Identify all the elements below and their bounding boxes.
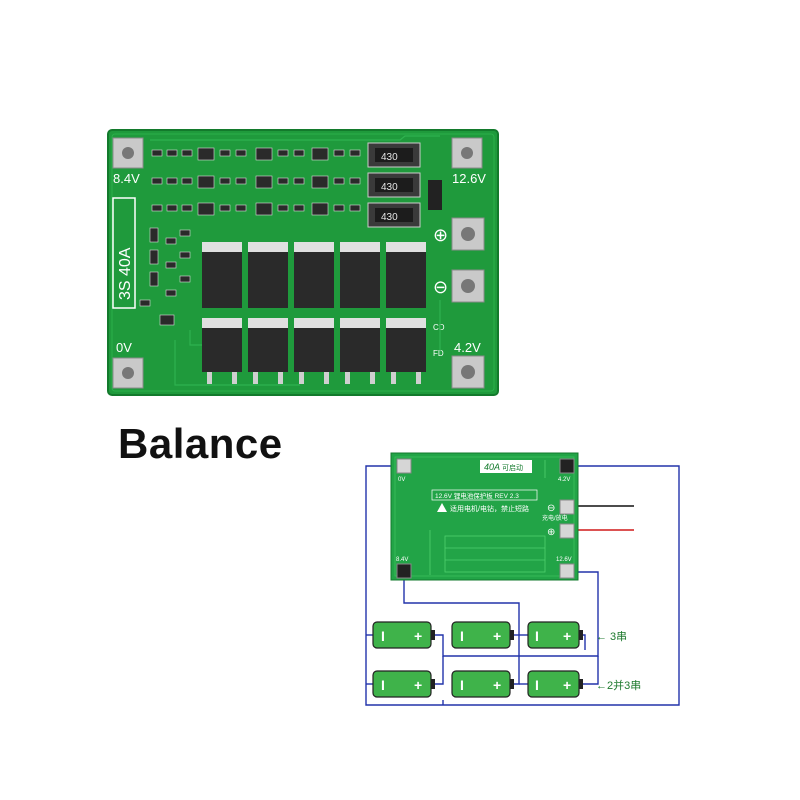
battery-plus: + bbox=[493, 628, 501, 644]
battery-cell: I + bbox=[451, 621, 514, 649]
battery-plus: + bbox=[493, 677, 501, 693]
label-2p3s: ←2并3串 bbox=[596, 678, 641, 692]
battery-plus: + bbox=[563, 677, 571, 693]
diagram-board: 0V 4.2V 充电/放电 8.4V 12.6V ⊖ ⊕ 40A 可启动 12.… bbox=[390, 452, 579, 581]
terminal-pad-4v2 bbox=[451, 355, 485, 389]
diagram-subtitle: 12.6V 锂电池保护板 REV 2.3 bbox=[435, 491, 519, 500]
pcb-traces bbox=[150, 135, 441, 386]
battery-cell: I + bbox=[372, 621, 435, 649]
shunt-resistors: 430 430 430 bbox=[367, 142, 421, 228]
pcb-photo: 8.4V 12.6V 0V 4.2V ⊕ ⊖ CD FD 3S 40A 430 … bbox=[107, 129, 499, 396]
warning-icon bbox=[437, 503, 447, 512]
page-title: Balance bbox=[118, 420, 283, 467]
battery-plus: + bbox=[414, 677, 422, 693]
battery-minus: I bbox=[460, 628, 464, 644]
diagram-pad-12v6 bbox=[559, 563, 575, 579]
battery-minus: I bbox=[535, 677, 539, 693]
wires-blue bbox=[365, 465, 680, 706]
control-components bbox=[139, 147, 361, 326]
diagram-title-cn: 可启动 bbox=[502, 463, 523, 472]
diagram-plus-symbol: ⊕ bbox=[547, 527, 555, 538]
battery-row-parallel: I + I + I + ←2并3串 bbox=[372, 670, 641, 698]
model-label: 3S 40A bbox=[117, 247, 134, 300]
diagram-pad-plus bbox=[559, 523, 575, 539]
terminal-pad-minus bbox=[451, 269, 485, 303]
label-plus-symbol: ⊕ bbox=[433, 225, 448, 245]
diagram-warning: 适用电机/电钻，禁止短路 bbox=[450, 504, 529, 513]
resistor-code: 430 bbox=[381, 152, 398, 163]
label-3s: ← 3串 bbox=[596, 630, 627, 643]
diode bbox=[428, 180, 442, 210]
diagram-title-box bbox=[480, 460, 532, 473]
battery-minus: I bbox=[460, 677, 464, 693]
battery-row-series: I + I + I + ← 3串 bbox=[372, 621, 627, 649]
terminal-pad-12v6 bbox=[451, 137, 483, 169]
resistor-code: 430 bbox=[381, 212, 398, 223]
resistor-code: 430 bbox=[381, 182, 398, 193]
diagram-minus-symbol: ⊖ bbox=[547, 503, 555, 514]
battery-minus: I bbox=[381, 628, 385, 644]
diagram-pad-4v2 bbox=[559, 458, 575, 474]
diagram-pad-8v4 bbox=[396, 563, 412, 579]
terminal-pad-8v4 bbox=[112, 137, 144, 169]
battery-minus: I bbox=[535, 628, 539, 644]
diagram-label-8v4: 8.4V bbox=[396, 557, 408, 563]
diagram-board-traces bbox=[429, 460, 546, 575]
diagram-label-4v2: 4.2V bbox=[558, 477, 570, 483]
label-8v4: 8.4V bbox=[113, 171, 140, 186]
diagram-pad-0v bbox=[396, 458, 412, 474]
battery-plus: + bbox=[414, 628, 422, 644]
wiring-diagram: 0V 4.2V 充电/放电 8.4V 12.6V ⊖ ⊕ 40A 可启动 12.… bbox=[365, 452, 680, 706]
battery-cell: I + bbox=[527, 621, 583, 649]
battery-plus: + bbox=[563, 628, 571, 644]
diagram-label-12v6: 12.6V bbox=[556, 557, 572, 563]
label-4v2: 4.2V bbox=[454, 340, 481, 355]
diagram-label-0v: 0V bbox=[398, 477, 405, 483]
mosfet-row-lower bbox=[202, 318, 426, 384]
battery-cell: I + bbox=[451, 670, 514, 698]
diagram-subtitle-box bbox=[431, 489, 538, 501]
label-fd: FD bbox=[433, 349, 444, 358]
diagram-label-charge-discharge: 充电/放电 bbox=[542, 514, 568, 522]
label-12v6: 12.6V bbox=[452, 171, 486, 186]
label-minus-symbol: ⊖ bbox=[433, 277, 448, 297]
battery-cell: I + bbox=[372, 670, 435, 698]
label-0v: 0V bbox=[116, 340, 132, 355]
diagram-pad-minus bbox=[559, 499, 575, 515]
battery-cell: I + bbox=[527, 670, 583, 698]
diagram-title: 40A bbox=[484, 462, 500, 472]
model-label-box: 3S 40A bbox=[112, 197, 136, 309]
terminal-pad-0v bbox=[112, 357, 144, 389]
battery-minus: I bbox=[381, 677, 385, 693]
label-cd: CD bbox=[433, 323, 445, 332]
terminal-pad-plus bbox=[451, 217, 485, 251]
mosfet-row-upper bbox=[202, 242, 426, 308]
